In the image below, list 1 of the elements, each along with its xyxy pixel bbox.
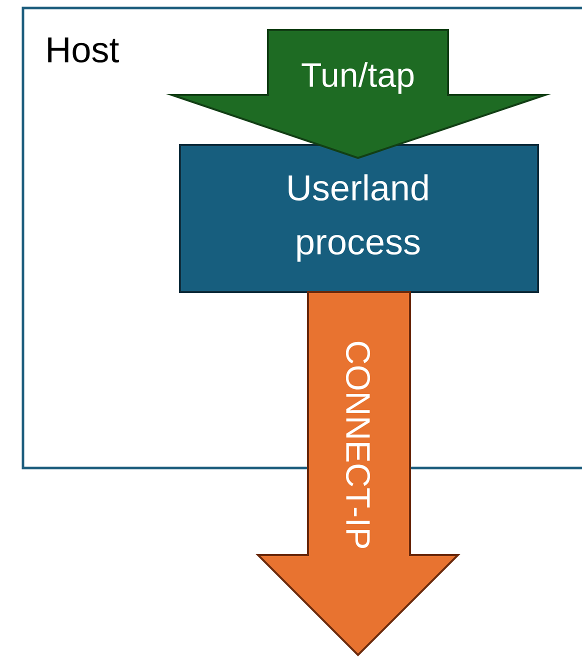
process-box: Userland process <box>179 144 539 293</box>
